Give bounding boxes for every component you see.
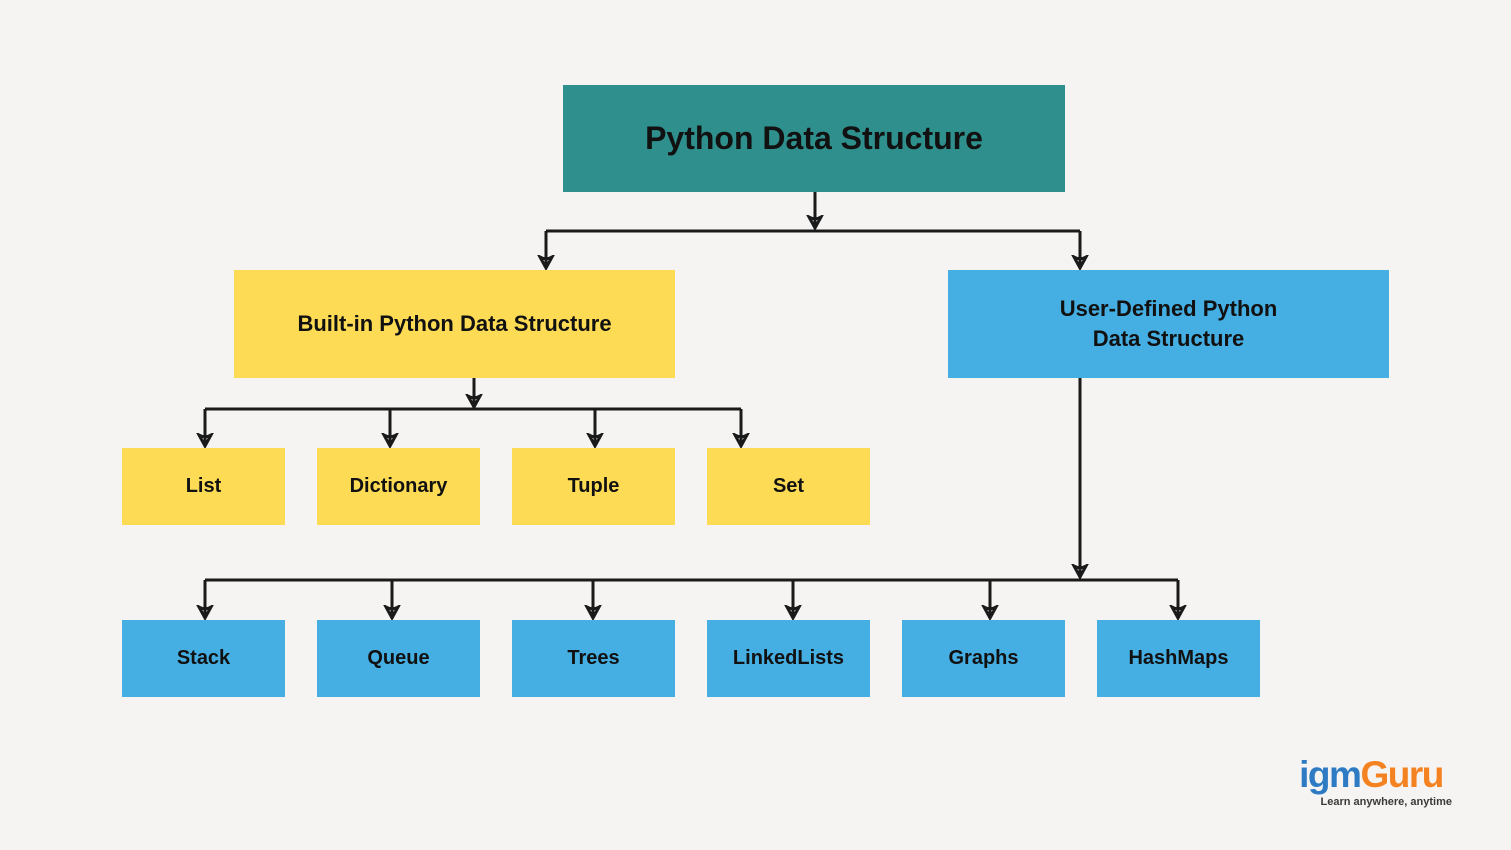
- node-built-in-python-data-structure: Built-in Python Data Structure: [234, 270, 675, 378]
- node-dictionary: Dictionary: [317, 448, 480, 525]
- connector-root-to-branches: [546, 192, 1080, 267]
- node-linkedlists: LinkedLists: [707, 620, 870, 697]
- logo-text-igm: igm: [1299, 754, 1362, 795]
- connector-builtin-to-children: [205, 378, 741, 445]
- node-user-defined-python-data-structure: User-Defined Python Data Structure: [948, 270, 1389, 378]
- logo-text-guru: Guru: [1360, 754, 1444, 795]
- igmguru-logo-wordmark: igmGuru: [1286, 756, 1456, 793]
- node-graphs: Graphs: [902, 620, 1065, 697]
- node-set: Set: [707, 448, 870, 525]
- node-list: List: [122, 448, 285, 525]
- node-stack: Stack: [122, 620, 285, 697]
- logo-tagline: Learn anywhere, anytime: [1320, 796, 1452, 808]
- node-python-data-structure: Python Data Structure: [563, 85, 1065, 192]
- node-tuple: Tuple: [512, 448, 675, 525]
- node-hashmaps: HashMaps: [1097, 620, 1260, 697]
- node-queue: Queue: [317, 620, 480, 697]
- node-trees: Trees: [512, 620, 675, 697]
- igmguru-logo: igmGuru Learn anywhere, anytime: [1286, 756, 1456, 808]
